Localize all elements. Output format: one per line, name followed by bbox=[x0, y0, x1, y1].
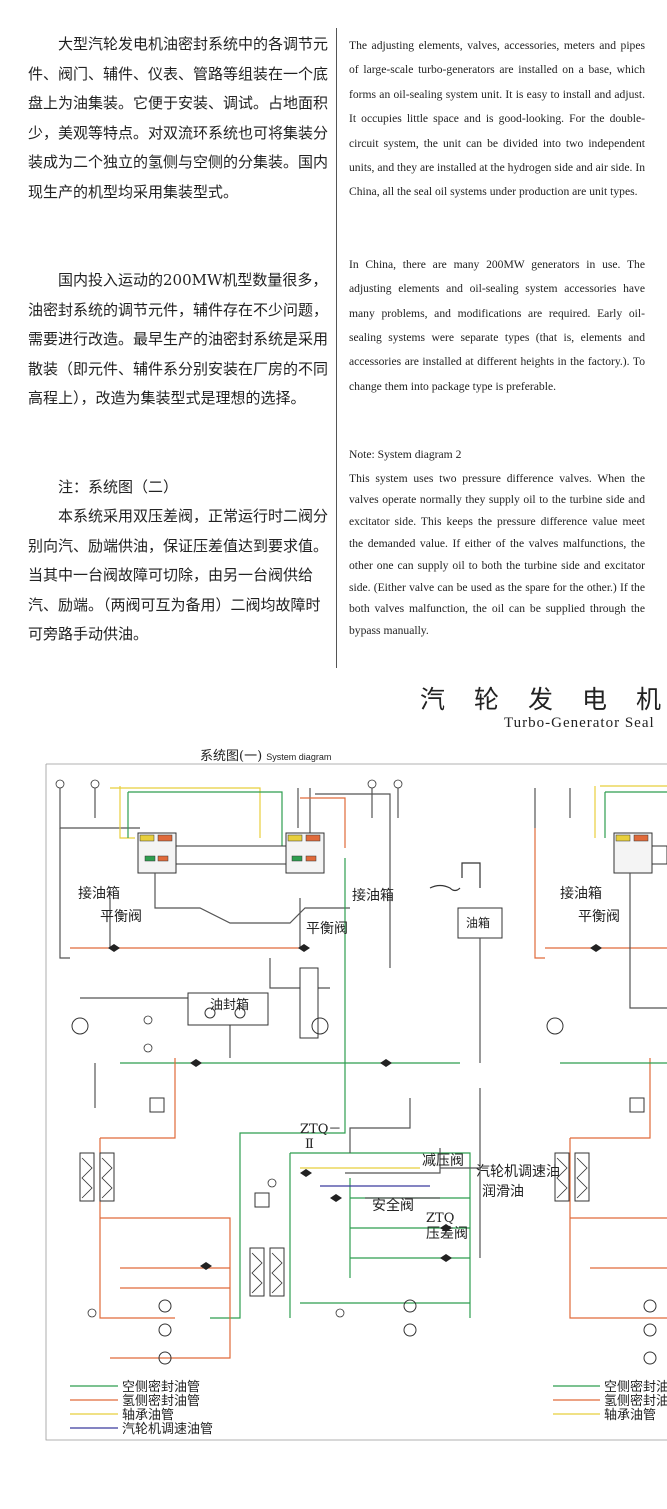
en-paragraph-3: This system uses two pressure difference… bbox=[349, 471, 645, 638]
legend: 空侧密封油管 氢侧密封油管 轴承油管 汽轮机调速油管 bbox=[70, 1379, 213, 1437]
system-diagram: 接油箱 平衡阀 接油箱 平衡阀 油封箱 油箱 ZTQ－ Ⅱ 减压阀 汽轮机调速油… bbox=[45, 763, 667, 1441]
legend2-label-air: 空侧密封油 bbox=[604, 1379, 667, 1395]
valves bbox=[108, 944, 452, 1270]
legend-label-hydrogen: 氢侧密封油管 bbox=[122, 1393, 200, 1409]
column-divider bbox=[336, 28, 337, 668]
gauges bbox=[55, 779, 403, 1318]
label-lube-oil: 润滑油 bbox=[482, 1183, 524, 1200]
right-bearing bbox=[285, 832, 325, 874]
cooler-left bbox=[79, 1152, 115, 1202]
legend-label-air: 空侧密封油管 bbox=[122, 1379, 200, 1395]
oil-tank bbox=[457, 907, 503, 939]
label-oil-box-right: 接油箱 bbox=[352, 887, 394, 904]
en-paragraph-1: The adjusting elements, valves, accessor… bbox=[349, 39, 645, 199]
left-system bbox=[55, 779, 503, 1365]
label-balance-valve-right: 平衡阀 bbox=[306, 921, 348, 937]
label-ztq2-a: ZTQ－ bbox=[300, 1122, 341, 1137]
label-oil-box-left2: 接油箱 bbox=[560, 885, 602, 902]
diagram-caption-zh: 系统图(一) bbox=[200, 749, 263, 764]
diagram-labels: 接油箱 平衡阀 接油箱 平衡阀 油封箱 油箱 ZTQ－ Ⅱ 减压阀 汽轮机调速油… bbox=[78, 885, 620, 1242]
label-ztq2-b: Ⅱ bbox=[305, 1137, 314, 1152]
spacer bbox=[28, 207, 328, 266]
legend2-label-hydrogen: 氢侧密封油 bbox=[604, 1393, 667, 1409]
zh-paragraph-1: 大型汽轮发电机油密封系统中的各调节元件、阀门、辅件、仪表、管路等组装在一个底盘上… bbox=[28, 35, 329, 201]
label-balance-valve-left2: 平衡阀 bbox=[578, 909, 620, 925]
diagram-frame bbox=[45, 763, 667, 1441]
en-note: Note: System diagram 2 bbox=[349, 448, 462, 462]
label-oil-box-left: 接油箱 bbox=[78, 885, 120, 902]
zh-paragraph-3: 本系统采用双压差阀，正常运行时二阀分别向汽、励端供油，保证压差值达到要求值。当其… bbox=[28, 507, 329, 643]
diagram-caption: 系统图(一) System diagram bbox=[200, 745, 331, 764]
right-system-partial bbox=[534, 785, 667, 1365]
label-oil-tank: 油箱 bbox=[466, 915, 490, 930]
chinese-text-column: 大型汽轮发电机油密封系统中的各调节元件、阀门、辅件、仪表、管路等组装在一个底盘上… bbox=[28, 30, 328, 650]
generator-shaft bbox=[175, 845, 287, 865]
legend-label-bearing: 轴承油管 bbox=[122, 1408, 174, 1423]
legend-label-governor: 汽轮机调速油管 bbox=[122, 1422, 213, 1437]
label-safety-valve: 安全阀 bbox=[372, 1197, 414, 1214]
zh-note: 注：系统图（二） bbox=[58, 477, 179, 496]
spacer bbox=[28, 414, 328, 473]
legend-right: 空侧密封油 氢侧密封油 轴承油管 bbox=[553, 1379, 667, 1423]
title-english: Turbo-Generator Seal bbox=[504, 715, 655, 731]
label-reducing-valve: 减压阀 bbox=[422, 1153, 464, 1169]
left-bearing bbox=[137, 832, 177, 874]
zh-paragraph-2: 国内投入运动的200MW机型数量很多，油密封系统的调节元件，辅件存在不少问题，需… bbox=[28, 271, 329, 407]
title-chinese: 汽轮发电机 bbox=[420, 685, 667, 714]
diagram-caption-en: System diagram bbox=[266, 752, 332, 762]
label-diff-pressure-valve: 压差阀 bbox=[426, 1226, 468, 1242]
spacer bbox=[349, 205, 645, 253]
spacer bbox=[349, 399, 645, 443]
label-ztq: ZTQ bbox=[426, 1211, 454, 1226]
cooler-center bbox=[249, 1247, 285, 1297]
pumps bbox=[71, 1017, 417, 1365]
english-text-column: The adjusting elements, valves, accessor… bbox=[349, 34, 645, 642]
en-paragraph-2: In China, there are many 200MW generator… bbox=[349, 257, 645, 393]
label-seal-oil-box: 油封箱 bbox=[210, 997, 249, 1013]
label-turbine-governor-oil: 汽轮机调速油 bbox=[476, 1164, 560, 1180]
legend2-label-bearing: 轴承油管 bbox=[604, 1408, 656, 1423]
label-balance-valve-left: 平衡阀 bbox=[100, 909, 142, 925]
seal-oil-box bbox=[187, 992, 269, 1026]
